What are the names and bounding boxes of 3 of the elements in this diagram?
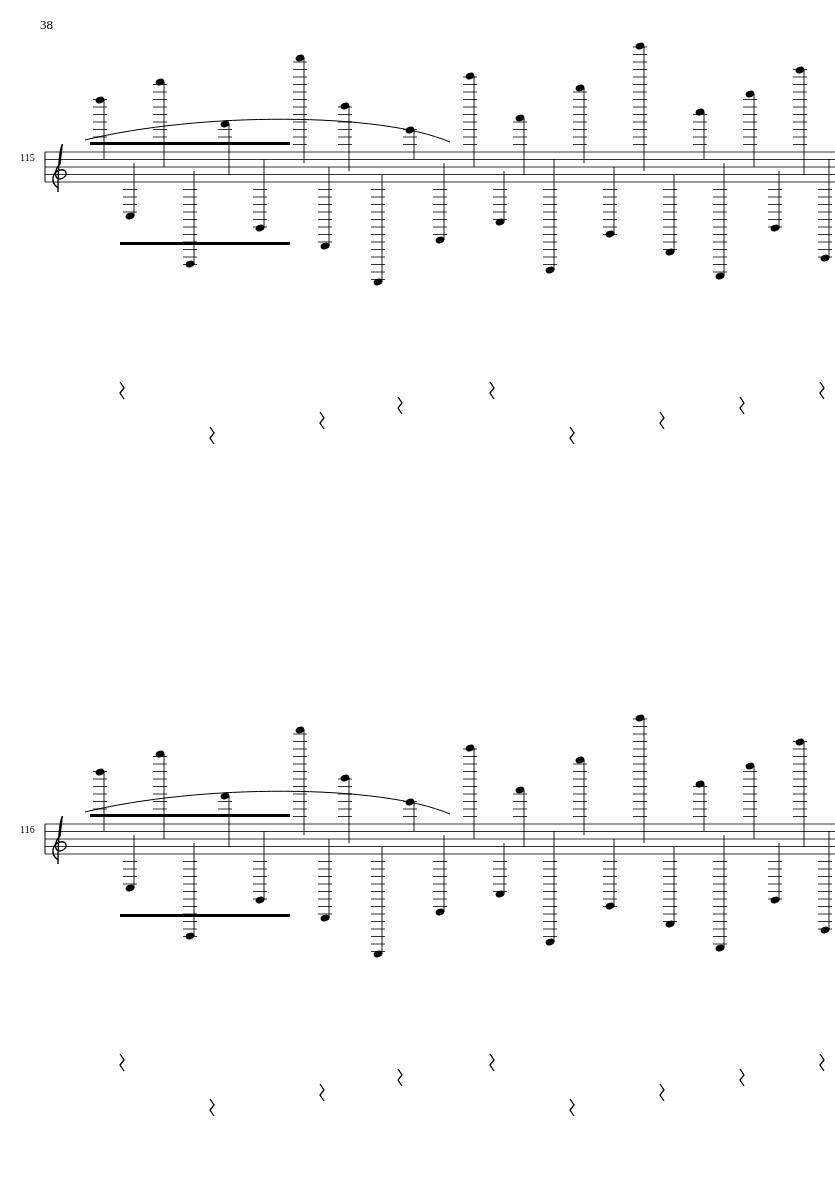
measure-number: 116	[20, 825, 35, 835]
page-number: 38	[40, 18, 53, 31]
measure-number: 115	[20, 153, 35, 163]
